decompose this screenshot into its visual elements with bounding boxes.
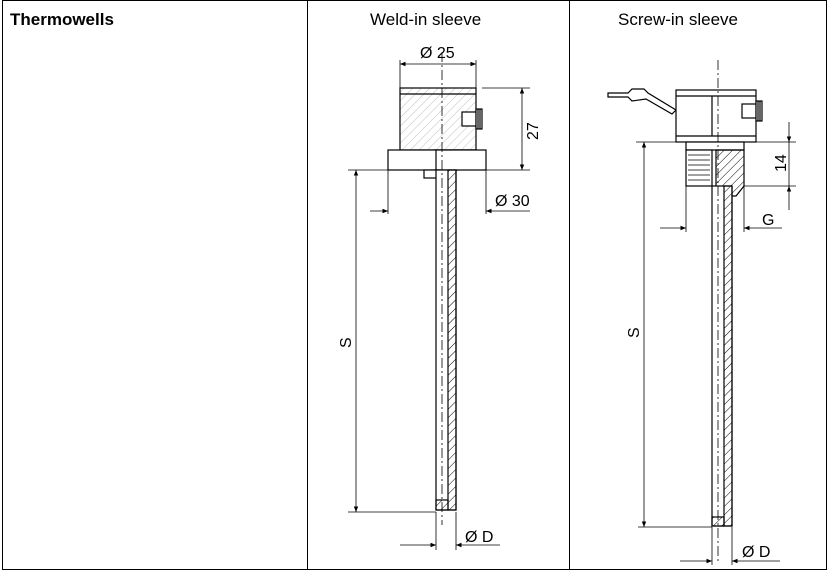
screw-dim-thread: G (762, 212, 774, 229)
column-header-weld-in: Weld-in sleeve (370, 10, 482, 29)
weld-dim-top-dia: Ø 25 (420, 45, 455, 62)
weld-in-drawing (348, 52, 530, 550)
weld-dim-tip-dia: Ø D (465, 529, 493, 546)
screw-dim-thread-length: 14 (773, 154, 790, 172)
weld-dim-height: 27 (525, 122, 542, 140)
wrench-icon (607, 88, 677, 115)
weld-dim-length: S (338, 337, 355, 348)
screw-head-screw (741, 100, 763, 122)
column-header-screw-in: Screw-in sleeve (618, 10, 738, 29)
screw-in-cell (569, 0, 827, 570)
weld-collar (387, 149, 487, 171)
screw-dim-length: S (626, 327, 643, 338)
row-label-thermowells: Thermowells (10, 10, 114, 29)
screw-in-drawing (607, 60, 796, 565)
weld-dim-collar-dia: Ø 30 (495, 193, 530, 210)
screw-dim-tip-dia: Ø D (742, 544, 770, 561)
weld-head-screw (461, 108, 483, 130)
screw-thread (685, 149, 713, 187)
